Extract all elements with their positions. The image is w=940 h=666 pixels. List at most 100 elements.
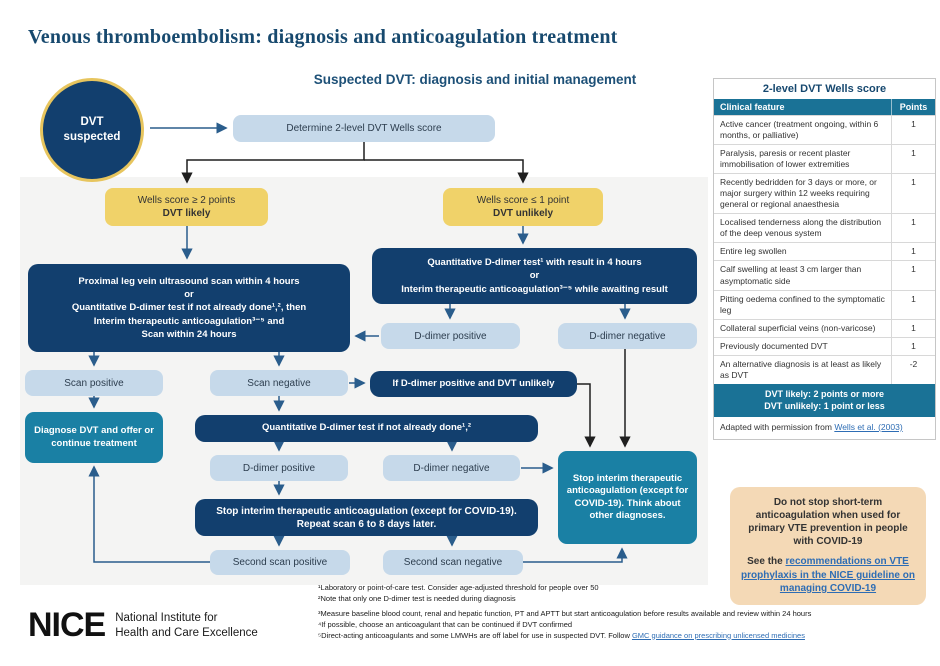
node-scan-negative: Scan negative xyxy=(210,370,348,396)
nice-logo-line2: Health and Care Excellence xyxy=(115,626,258,639)
footnote-5-text: ⁵Direct-acting anticoagulants and some L… xyxy=(318,630,632,640)
table-row: Previously documented DVT 1 xyxy=(714,336,935,355)
node-line: Interim therapeutic anticoagulation³⁻⁵ w… xyxy=(401,283,668,295)
table-header-row: Clinical feature Points xyxy=(714,99,935,115)
footnote-3: ³Measure baseline blood count, renal and… xyxy=(318,608,812,618)
node-label: Determine 2-level DVT Wells score xyxy=(286,123,442,134)
node-stop-anticoagulation-think: Stop interim therapeutic anticoagulation… xyxy=(558,451,697,544)
node-diagnose-dvt: Diagnose DVT and offer or continue treat… xyxy=(25,412,163,463)
table-row: Localised tenderness along the distribut… xyxy=(714,213,935,243)
source-note-text: Adapted with permission from xyxy=(720,422,835,433)
node-scan-positive: Scan positive xyxy=(25,370,163,396)
node-label-bold: DVT likely xyxy=(162,208,211,219)
covid-warning-card: Do not stop short-term anticoagulation w… xyxy=(730,487,926,605)
node-line: Quantitative D-dimer test¹ with result i… xyxy=(427,257,642,269)
node-label: D-dimer negative xyxy=(413,462,490,474)
cell-clinical-feature: Entire leg swollen xyxy=(720,246,787,257)
covid-warning-text: Do not stop short-term anticoagulation w… xyxy=(748,497,908,547)
footer-line: DVT likely: 2 points or more xyxy=(764,388,885,399)
table-row: Paralysis, paresis or recent plaster imm… xyxy=(714,144,935,174)
table-row: Active cancer (treatment ongoing, within… xyxy=(714,115,935,145)
node-ddimer-negative-1: D-dimer negative xyxy=(558,323,697,349)
column-header-feature: Clinical feature xyxy=(720,102,785,112)
table-row: Calf swelling at least 3 cm larger than … xyxy=(714,260,935,290)
node-label: Wells score ≥ 2 points xyxy=(137,195,236,206)
start-node-dvt-suspected: DVT suspected xyxy=(40,78,144,182)
cell-clinical-feature: Previously documented DVT xyxy=(720,340,828,351)
node-label: D-dimer negative xyxy=(589,330,666,342)
node-label: Second scan positive xyxy=(232,557,328,568)
node-label: Second scan negative xyxy=(403,557,503,568)
node-stop-anticoagulation-repeat-scan: Stop interim therapeutic anticoagulation… xyxy=(195,499,538,536)
table-row: Entire leg swollen 1 xyxy=(714,242,935,261)
nice-logo-text: National Institute for Health and Care E… xyxy=(115,611,258,641)
node-line: suspected xyxy=(63,131,121,143)
node-wells-unlikely: Wells score ≤ 1 point DVT unlikely xyxy=(443,188,603,226)
node-quantitative-ddimer: Quantitative D-dimer test¹ with result i… xyxy=(372,248,697,304)
node-line: DVT xyxy=(80,116,104,129)
node-ddimer-positive-1: D-dimer positive xyxy=(381,323,520,349)
node-second-scan-negative: Second scan negative xyxy=(383,550,523,575)
node-determine-wells-score: Determine 2-level DVT Wells score xyxy=(233,115,495,142)
covid-see-prefix: See the xyxy=(747,556,786,567)
cell-points: 1 xyxy=(891,337,935,355)
page-title: Venous thromboembolism: diagnosis and an… xyxy=(28,26,618,48)
node-second-scan-positive: Second scan positive xyxy=(210,550,350,575)
nice-wordmark: NICE xyxy=(28,606,106,644)
table-title: 2-level DVT Wells score xyxy=(762,83,887,95)
cell-clinical-feature: Paralysis, paresis or recent plaster imm… xyxy=(720,148,851,170)
table-footer-band: DVT likely: 2 points or more DVT unlikel… xyxy=(714,383,935,418)
cell-clinical-feature: Collateral superficial veins (non-varico… xyxy=(720,322,876,333)
section-subtitle: Suspected DVT: diagnosis and initial man… xyxy=(313,72,637,87)
footer-line: DVT unlikely: 1 point or less xyxy=(764,401,885,412)
node-line: Interim therapeutic anticoagulation³⁻⁵ a… xyxy=(93,315,285,327)
wells-reference-link[interactable]: Wells et al. (2003) xyxy=(834,422,903,433)
node-ddimer-negative-2: D-dimer negative xyxy=(383,455,520,481)
node-line: or xyxy=(529,270,540,282)
table-row: Collateral superficial veins (non-varico… xyxy=(714,318,935,337)
table-row: Recently bedridden for 3 days or more, o… xyxy=(714,173,935,214)
node-proximal-ultrasound: Proximal leg vein ultrasound scan within… xyxy=(28,264,350,352)
table-row: An alternative diagnosis is at least as … xyxy=(714,354,935,384)
cell-points: 1 xyxy=(891,243,935,261)
nice-logo-line1: National Institute for xyxy=(115,611,218,624)
covid-guideline-link[interactable]: recommendations on VTE prophylaxis in th… xyxy=(741,556,915,594)
node-label: Stop interim therapeutic anticoagulation… xyxy=(566,472,689,521)
node-label: If D-dimer positive and DVT unlikely xyxy=(392,377,555,389)
cell-clinical-feature: An alternative diagnosis is at least as … xyxy=(720,358,882,380)
node-wells-likely: Wells score ≥ 2 points DVT likely xyxy=(105,188,268,226)
cell-points: 1 xyxy=(891,174,935,214)
cell-points: 1 xyxy=(891,145,935,174)
gmc-guidance-link[interactable]: GMC guidance on prescribing unlicensed m… xyxy=(631,630,805,640)
table-source-note: Adapted with permission from Wells et al… xyxy=(714,417,935,438)
node-label: Diagnose DVT and offer or continue treat… xyxy=(34,425,154,449)
node-line: or xyxy=(184,289,194,301)
wells-score-table: 2-level DVT Wells score Clinical feature… xyxy=(713,78,936,440)
node-line: Quantitative D-dimer test if not already… xyxy=(71,302,307,314)
node-label: Wells score ≤ 1 point xyxy=(476,195,570,206)
footnotes: ¹Laboratory or point-of-care test. Consi… xyxy=(318,583,936,641)
node-line: Scan within 24 hours xyxy=(141,328,237,340)
covid-see-also: See the recommendations on VTE prophylax… xyxy=(740,555,916,596)
cell-points: 1 xyxy=(891,290,935,319)
cell-clinical-feature: Active cancer (treatment ongoing, within… xyxy=(720,119,879,141)
node-if-ddimer-positive-dvt-unlikely: If D-dimer positive and DVT unlikely xyxy=(370,371,577,397)
node-label: Stop interim therapeutic anticoagulation… xyxy=(216,505,517,530)
cell-points: 1 xyxy=(891,116,935,145)
footnote-4: ⁴If possible, choose an anticoagulant th… xyxy=(318,619,573,629)
footnote-5: ⁵Direct-acting anticoagulants and some L… xyxy=(318,631,936,642)
column-header-points: Points xyxy=(891,99,935,115)
cell-clinical-feature: Pitting oedema confined to the symptomat… xyxy=(720,293,885,315)
node-ddimer-positive-2: D-dimer positive xyxy=(210,455,348,481)
cell-clinical-feature: Recently bedridden for 3 days or more, o… xyxy=(720,177,877,210)
cell-points: 1 xyxy=(891,261,935,290)
cell-clinical-feature: Calf swelling at least 3 cm larger than … xyxy=(720,264,862,286)
node-label: Scan negative xyxy=(247,377,311,389)
nice-logo: NICE National Institute for Health and C… xyxy=(28,606,258,645)
node-line: Proximal leg vein ultrasound scan within… xyxy=(78,275,300,287)
node-quantitative-ddimer-if-not-done: Quantitative D-dimer test if not already… xyxy=(195,415,538,442)
table-row: Pitting oedema confined to the symptomat… xyxy=(714,289,935,319)
footnote-2: ²Note that only one D-dimer test is need… xyxy=(318,593,516,603)
node-label: Scan positive xyxy=(64,377,124,389)
